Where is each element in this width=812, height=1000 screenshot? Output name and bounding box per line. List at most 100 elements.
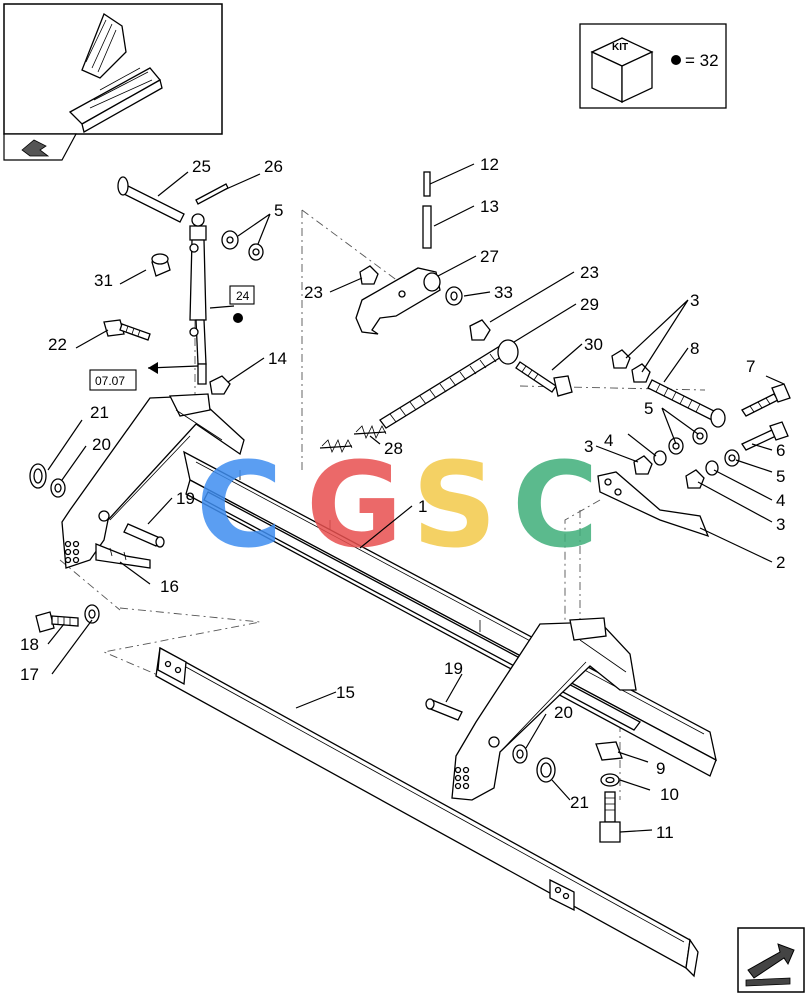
kit-bullet-icon: [671, 55, 681, 65]
left-frame-bracket[interactable]: [61, 393, 245, 569]
lever-27[interactable]: [355, 267, 441, 335]
washer-20-right[interactable]: [512, 744, 528, 764]
reference-box-07-07[interactable]: 07.07: [89, 369, 137, 391]
callout-14: 14: [268, 349, 287, 368]
callout-5-top: 5: [274, 201, 283, 220]
bolt-18[interactable]: [35, 611, 79, 633]
threaded-rod-29[interactable]: [379, 339, 519, 429]
callout-15: 15: [336, 683, 355, 702]
callout-12: 12: [480, 155, 499, 174]
bracket-holes-left: [64, 540, 80, 564]
callout-21-left: 21: [90, 403, 109, 422]
kit-cube-icon: [590, 37, 654, 104]
reference-box-24[interactable]: 24: [229, 285, 255, 305]
view-arrow-icon: [21, 139, 50, 157]
callout-13: 13: [480, 197, 499, 216]
washer-33[interactable]: [445, 286, 463, 306]
bracket-2[interactable]: [597, 471, 710, 538]
nut-3-upper[interactable]: [611, 349, 651, 383]
washers-5-top[interactable]: [221, 230, 264, 261]
callout-26: 26: [264, 157, 283, 176]
pin-19-right[interactable]: [425, 698, 463, 721]
callout-23-right: 23: [580, 263, 599, 282]
callout-22: 22: [48, 335, 67, 354]
callout-29: 29: [580, 295, 599, 314]
thumbnail-panel[interactable]: [3, 3, 223, 161]
bolt-6[interactable]: [741, 421, 789, 451]
callout-18: 18: [20, 635, 39, 654]
callout-6: 6: [776, 441, 785, 460]
thumbnail-machine-icon: [68, 13, 163, 133]
bolt-7[interactable]: [741, 383, 791, 417]
pin-12[interactable]: [423, 171, 431, 197]
callout-19-right: 19: [444, 659, 463, 678]
bracket-holes-right: [454, 766, 470, 790]
bolt-11[interactable]: [599, 791, 621, 843]
callout-17: 17: [20, 665, 39, 684]
leader-lines: [47, 163, 785, 833]
roll-pin-13[interactable]: [422, 205, 432, 249]
callout-27: 27: [480, 247, 499, 266]
watermark-letter-4: C: [512, 436, 599, 574]
callout-2: 2: [776, 553, 785, 572]
watermark-letter-3: S: [412, 436, 497, 574]
watermark: C G S C: [196, 436, 599, 574]
callout-8: 8: [690, 339, 699, 358]
callout-33: 33: [494, 283, 513, 302]
lower-bar-15[interactable]: [155, 646, 699, 978]
nuts-3-lower[interactable]: [633, 455, 705, 489]
watermark-letter-1: C: [196, 436, 283, 574]
circlip-21-right[interactable]: [536, 757, 556, 783]
washer-20-left[interactable]: [50, 478, 66, 498]
callout-23-left: 23: [304, 283, 323, 302]
nut-23-left[interactable]: [359, 265, 379, 285]
pin-25[interactable]: [117, 176, 185, 223]
washers-5-right[interactable]: [668, 427, 740, 467]
return-arrow-icon: [745, 943, 795, 987]
callout-1: 1: [418, 497, 427, 516]
callout-labels: 25 26 5 31 22 14 12 13 27 23 33 23 29 30…: [20, 155, 785, 842]
kit-label: KIT: [612, 42, 628, 53]
callout-21-right: 21: [570, 793, 589, 812]
callout-7: 7: [746, 357, 755, 376]
nut-23-right[interactable]: [469, 319, 491, 341]
kit-bullet-marker: [233, 313, 243, 323]
nut-14[interactable]: [209, 375, 231, 395]
washer-17[interactable]: [84, 604, 100, 624]
callout-28: 28: [384, 439, 403, 458]
callout-10: 10: [660, 785, 679, 804]
callout-19-left: 19: [176, 489, 195, 508]
callout-5-mid: 5: [644, 399, 653, 418]
bushing-31[interactable]: [151, 253, 171, 277]
right-frame-bracket[interactable]: [451, 617, 637, 801]
callout-4-right: 4: [776, 491, 785, 510]
plate-9[interactable]: [595, 741, 623, 761]
main-frame-1[interactable]: [183, 450, 717, 777]
circlip-21-left[interactable]: [29, 463, 47, 489]
split-pin-26[interactable]: [195, 183, 229, 205]
plate-16[interactable]: [95, 543, 151, 569]
reference-24-text: 24: [236, 289, 250, 303]
callout-25: 25: [192, 157, 211, 176]
kit-count: = 32: [685, 51, 719, 70]
cylinder-rod-24[interactable]: [189, 213, 207, 385]
bolt-30[interactable]: [515, 361, 573, 397]
callout-11: 11: [656, 823, 674, 842]
callout-4-left: 4: [604, 431, 613, 450]
washer-10[interactable]: [600, 773, 620, 787]
bolt-22[interactable]: [103, 319, 151, 341]
callout-20-right: 20: [554, 703, 573, 722]
callout-31: 31: [94, 271, 113, 290]
kit-legend: KIT = 32: [579, 23, 727, 109]
pin-19-left[interactable]: [123, 523, 165, 548]
watermark-letter-2: G: [306, 436, 403, 574]
callout-9: 9: [656, 759, 665, 778]
springs-28[interactable]: [319, 424, 387, 454]
callout-30: 30: [584, 335, 603, 354]
callout-16: 16: [160, 577, 179, 596]
next-page-button[interactable]: [737, 927, 805, 993]
long-bolt-8[interactable]: [647, 379, 726, 428]
washers-4[interactable]: [653, 450, 719, 476]
callout-5-right: 5: [776, 467, 785, 486]
